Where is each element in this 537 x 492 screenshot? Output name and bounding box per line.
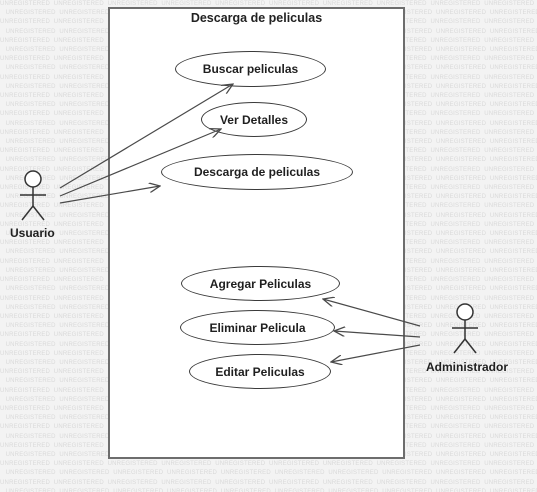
system-title: Descarga de peliculas <box>190 11 323 25</box>
administrador-actor-label: Administrador <box>426 360 509 374</box>
administrador-actor-icon[interactable] <box>452 303 478 354</box>
assoc-admin-eliminar[interactable] <box>334 331 421 338</box>
usecase-buscar-peliculas[interactable]: Buscar peliculas <box>175 51 326 87</box>
assoc-usuario-buscar[interactable] <box>59 84 233 189</box>
usuario-actor-label: Usuario <box>10 226 55 240</box>
usecase-editar-peliculas[interactable]: Editar Peliculas <box>189 354 331 389</box>
usecase-descarga-peliculas[interactable]: Descarga de peliculas <box>161 154 353 190</box>
usecase-agregar-peliculas[interactable]: Agregar Peliculas <box>181 266 340 301</box>
assoc-admin-agregar[interactable] <box>323 299 421 327</box>
assoc-admin-editar[interactable] <box>331 344 421 362</box>
assoc-usuario-descarga[interactable] <box>59 186 160 204</box>
usecase-ver-detalles[interactable]: Ver Detalles <box>201 102 307 137</box>
usuario-actor-icon[interactable] <box>20 170 46 221</box>
assoc-usuario-detalles[interactable] <box>59 129 221 197</box>
